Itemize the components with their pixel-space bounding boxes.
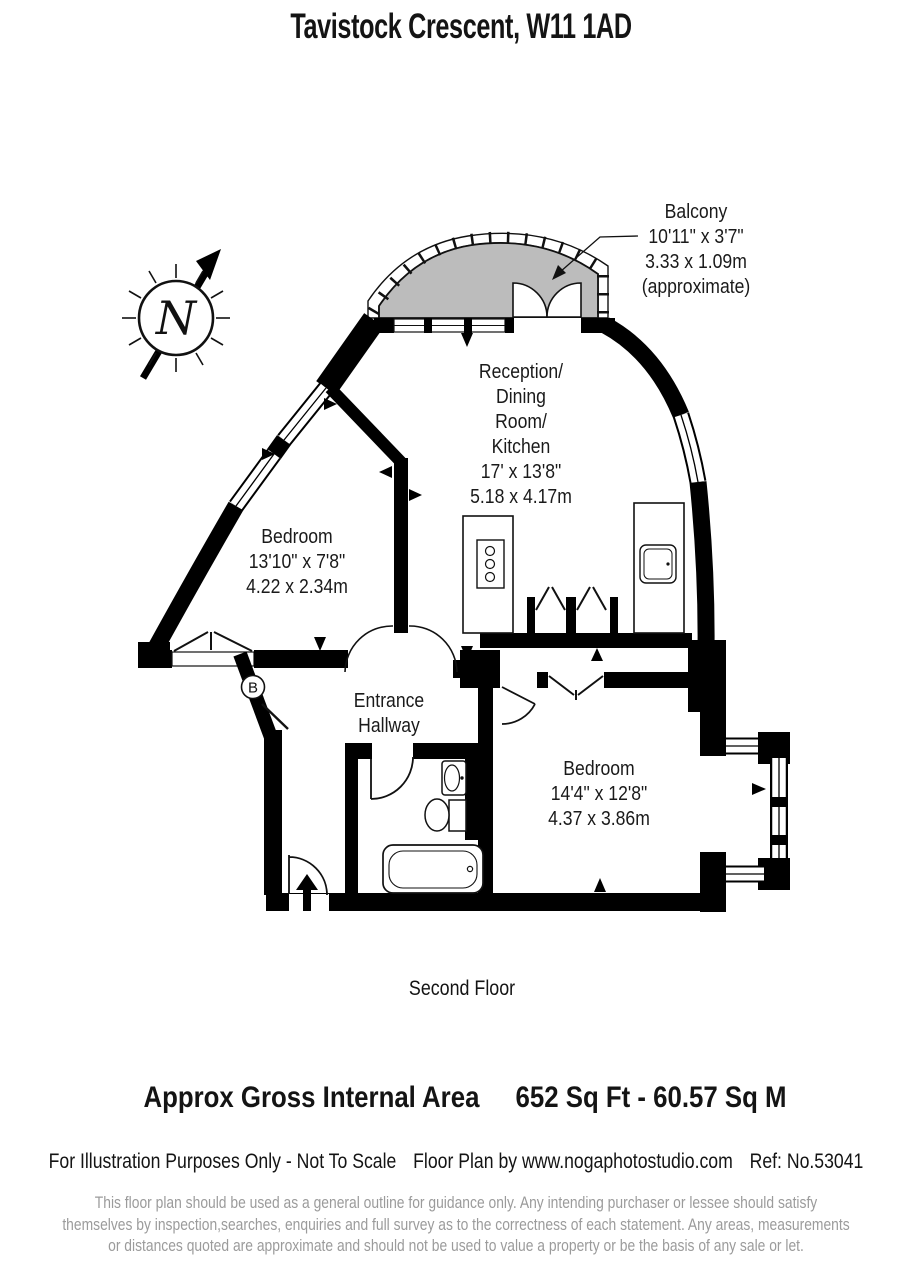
toilet-bowl <box>424 798 450 832</box>
sink-basin <box>643 548 673 580</box>
hob-burner <box>484 545 496 557</box>
bedroom1-label: Bedroom 13'10" x 7'8" 4.22 x 2.34m <box>246 526 348 598</box>
north-label: N <box>155 291 198 345</box>
basin-tap <box>460 776 464 780</box>
bedroom1-dim-metric: 4.22 x 2.34m <box>246 576 348 598</box>
reception-dim-imperial: 17' x 13'8" <box>480 461 562 483</box>
boiler-badge: B <box>240 674 266 700</box>
footer-ref: Ref: No.53041 <box>749 1150 864 1173</box>
reception-label: Reception/ Dining Room/ Kitchen 17' x 13… <box>470 361 572 508</box>
hallway-door-arc-right <box>408 625 458 673</box>
boiler-cupboard-door <box>261 703 289 730</box>
boiler-label: B <box>248 680 258 697</box>
footer-info-line: For Illustration Purposes Only - Not To … <box>0 1150 912 1174</box>
bedroom2-dim-metric: 4.37 x 3.86m <box>548 808 650 830</box>
footer-purpose: For Illustration Purposes Only - Not To … <box>48 1150 397 1173</box>
reception-dim-metric: 5.18 x 4.17m <box>470 486 572 508</box>
hallway-door-arc-left <box>344 625 394 673</box>
hallway-label: Entrance Hallway <box>353 690 425 737</box>
balcony-label: Balcony 10'11" x 3'7" 3.33 x 1.09m (appr… <box>634 200 757 300</box>
door-swings <box>261 586 607 896</box>
footer-credit: Floor Plan by www.nogaphotostudio.com <box>413 1150 733 1173</box>
hob-burner <box>484 558 496 570</box>
balcony-dim-imperial: 10'11" x 3'7" <box>648 226 744 248</box>
bedroom1-dim-imperial: 13'10" x 7'8" <box>248 551 346 573</box>
page-title: Tavistock Crescent, W11 1AD <box>290 7 632 46</box>
wardrobe-doors <box>548 675 604 700</box>
bedroom2-dim-imperial: 14'4" x 12'8" <box>550 783 648 805</box>
fixtures <box>382 502 685 894</box>
sink-tap <box>666 562 670 566</box>
bedroom2-label: Bedroom 14'4" x 12'8" 4.37 x 3.86m <box>548 758 650 830</box>
bathtub-inner <box>388 850 478 889</box>
area-value: 652 Sq Ft - 60.57 Sq M <box>515 1081 787 1114</box>
disclaimer: This floor plan should be used as a gene… <box>62 1194 850 1255</box>
entrance-door <box>288 855 328 896</box>
bathtub-tap <box>466 865 474 873</box>
bedroom2-door <box>501 686 536 725</box>
kitchen-cupboard-doors <box>535 586 607 611</box>
balcony-leader <box>552 235 639 280</box>
bathroom-door <box>370 756 414 800</box>
balcony-note: (approximate) <box>641 276 751 298</box>
balcony-dim-metric: 3.33 x 1.09m <box>645 251 747 273</box>
balcony-name: Balcony <box>664 201 728 223</box>
balcony-door-leaf-right <box>546 282 582 318</box>
entrance-arrow-icon <box>296 874 318 911</box>
balcony-area <box>367 231 609 319</box>
floor-label: Second Floor <box>408 977 516 1000</box>
toilet-cistern <box>448 799 467 832</box>
wash-basin-bowl <box>443 764 461 792</box>
area-label: Approx Gross Internal Area <box>143 1081 480 1114</box>
compass-icon: N <box>122 249 230 380</box>
gross-internal-area: Approx Gross Internal Area 652 Sq Ft - 6… <box>91 1081 839 1115</box>
wall-ticks <box>262 333 766 892</box>
hob-burner <box>484 571 496 583</box>
